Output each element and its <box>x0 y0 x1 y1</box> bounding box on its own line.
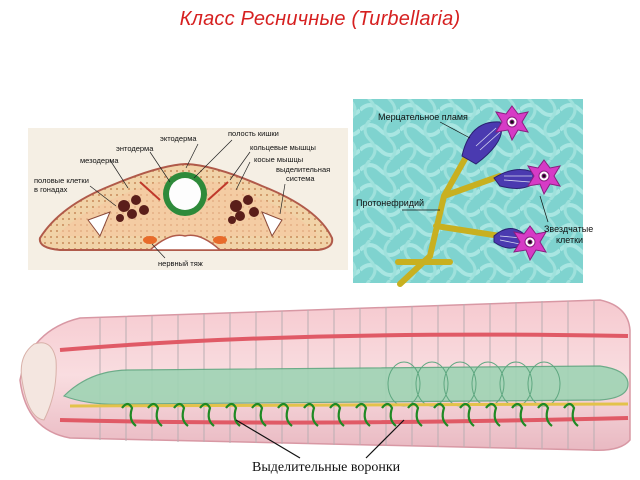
label-endoderm: энтодерма <box>116 144 154 153</box>
nerve-cord-right <box>213 236 227 244</box>
label-oblique-muscles: косые мышцы <box>254 155 303 164</box>
stellate-cell <box>494 105 530 142</box>
gonad-left <box>116 195 149 222</box>
protonephridia-diagram: Мерцательное пламя Протонефридий Звездча… <box>351 97 593 287</box>
slide-title: Класс Ресничные (Turbellaria) <box>179 8 461 30</box>
label-ring-muscles: кольцевые мышцы <box>250 143 316 152</box>
label-nerve-cord: нервный тяж <box>158 259 203 268</box>
label-protonephridium: Протонефридий <box>356 198 424 208</box>
label-flame: Мерцательное пламя <box>378 112 468 122</box>
caption-excretory-funnels: Выделительные воронки <box>252 460 401 475</box>
label-stellate-2: клетки <box>556 235 583 245</box>
worm-diagram: Выделительные воронки <box>19 299 631 475</box>
excretory-funnels <box>121 402 579 427</box>
label-excretory-2: система <box>286 174 315 183</box>
label-sex-cells-2: в гонадах <box>34 185 68 194</box>
label-stellate-1: Звездчатые <box>544 224 593 234</box>
label-sex-cells-1: половые клетки <box>34 176 89 185</box>
label-mesoderm: мезодерма <box>80 156 119 165</box>
label-excretory-1: выделительная <box>276 165 330 174</box>
gonad-right <box>228 195 259 224</box>
worm-gut <box>62 365 629 405</box>
label-ectoderm: эктодерма <box>160 134 197 143</box>
stellate-cell <box>512 225 548 262</box>
cross-section-diagram: эктодерма полость кишки энтодерма кольце… <box>28 128 348 270</box>
label-gut-cavity: полость кишки <box>228 129 279 138</box>
stellate-cell <box>526 159 562 196</box>
nerve-cord-left <box>143 236 157 244</box>
protonephridium-duct <box>397 147 503 287</box>
